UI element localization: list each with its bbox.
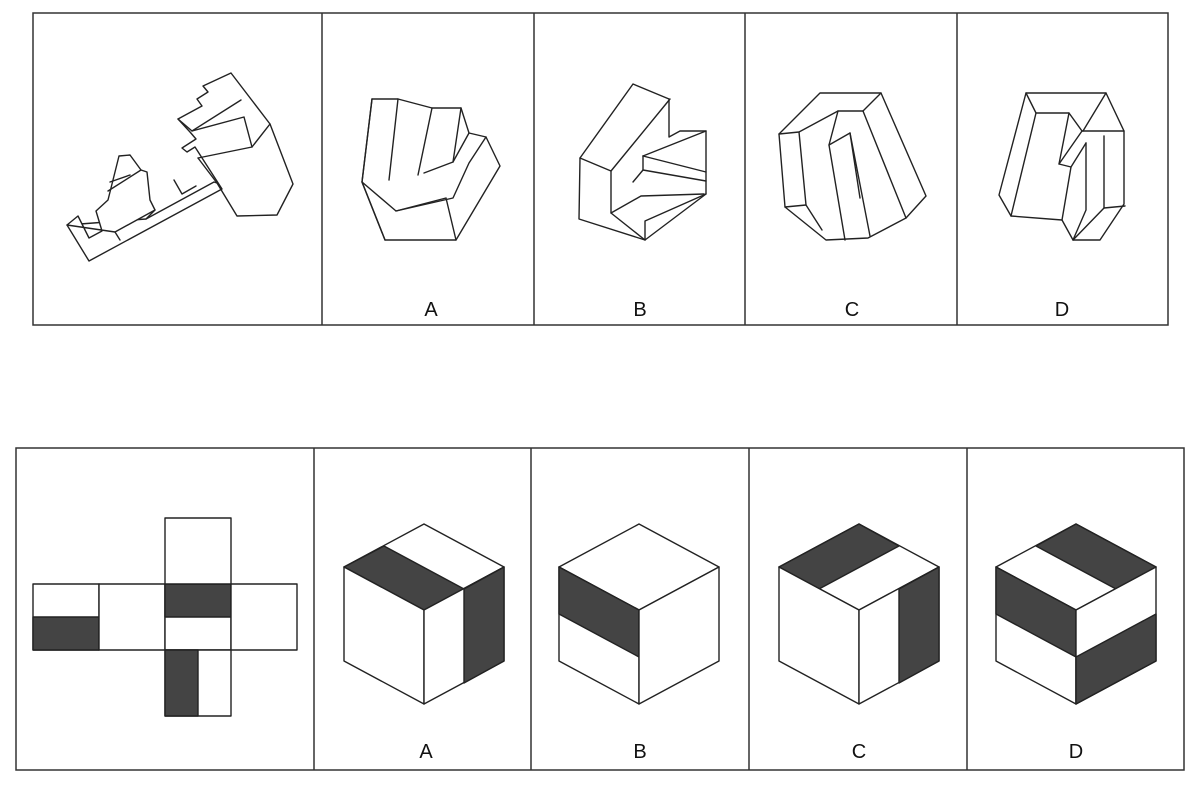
- net-face-center-left: [98, 583, 166, 651]
- top-option-c-label: C: [845, 299, 859, 321]
- bottom-option-b-label: B: [633, 741, 646, 763]
- top-option-a-label: A: [424, 299, 438, 321]
- bottom-puzzle: A B C D: [15, 447, 1185, 771]
- top-option-b-figure: [578, 83, 707, 241]
- top-option-c-figure: [778, 92, 927, 241]
- top-puzzle-frame: [32, 12, 1169, 326]
- net-face-right: [230, 583, 298, 651]
- top-option-d-label: D: [1055, 299, 1069, 321]
- bottom-option-c-figure: [778, 523, 940, 705]
- bottom-net-drawing: [32, 517, 298, 717]
- top-option-b-label: B: [633, 299, 646, 321]
- bottom-option-a-label: A: [419, 741, 433, 763]
- bottom-puzzle-frame: [15, 447, 1185, 771]
- bottom-option-d-label: D: [1069, 741, 1083, 763]
- top-option-d-figure: [998, 92, 1126, 241]
- top-option-a-figure: [361, 98, 501, 241]
- bottom-option-b-figure: [558, 523, 720, 705]
- top-puzzle: A B C: [32, 12, 1169, 326]
- bottom-option-c-label: C: [852, 741, 866, 763]
- top-net-drawing: [66, 72, 294, 262]
- bottom-option-d-figure: [995, 523, 1157, 705]
- net-face-top: [164, 517, 232, 585]
- bottom-option-a-figure: [343, 523, 505, 705]
